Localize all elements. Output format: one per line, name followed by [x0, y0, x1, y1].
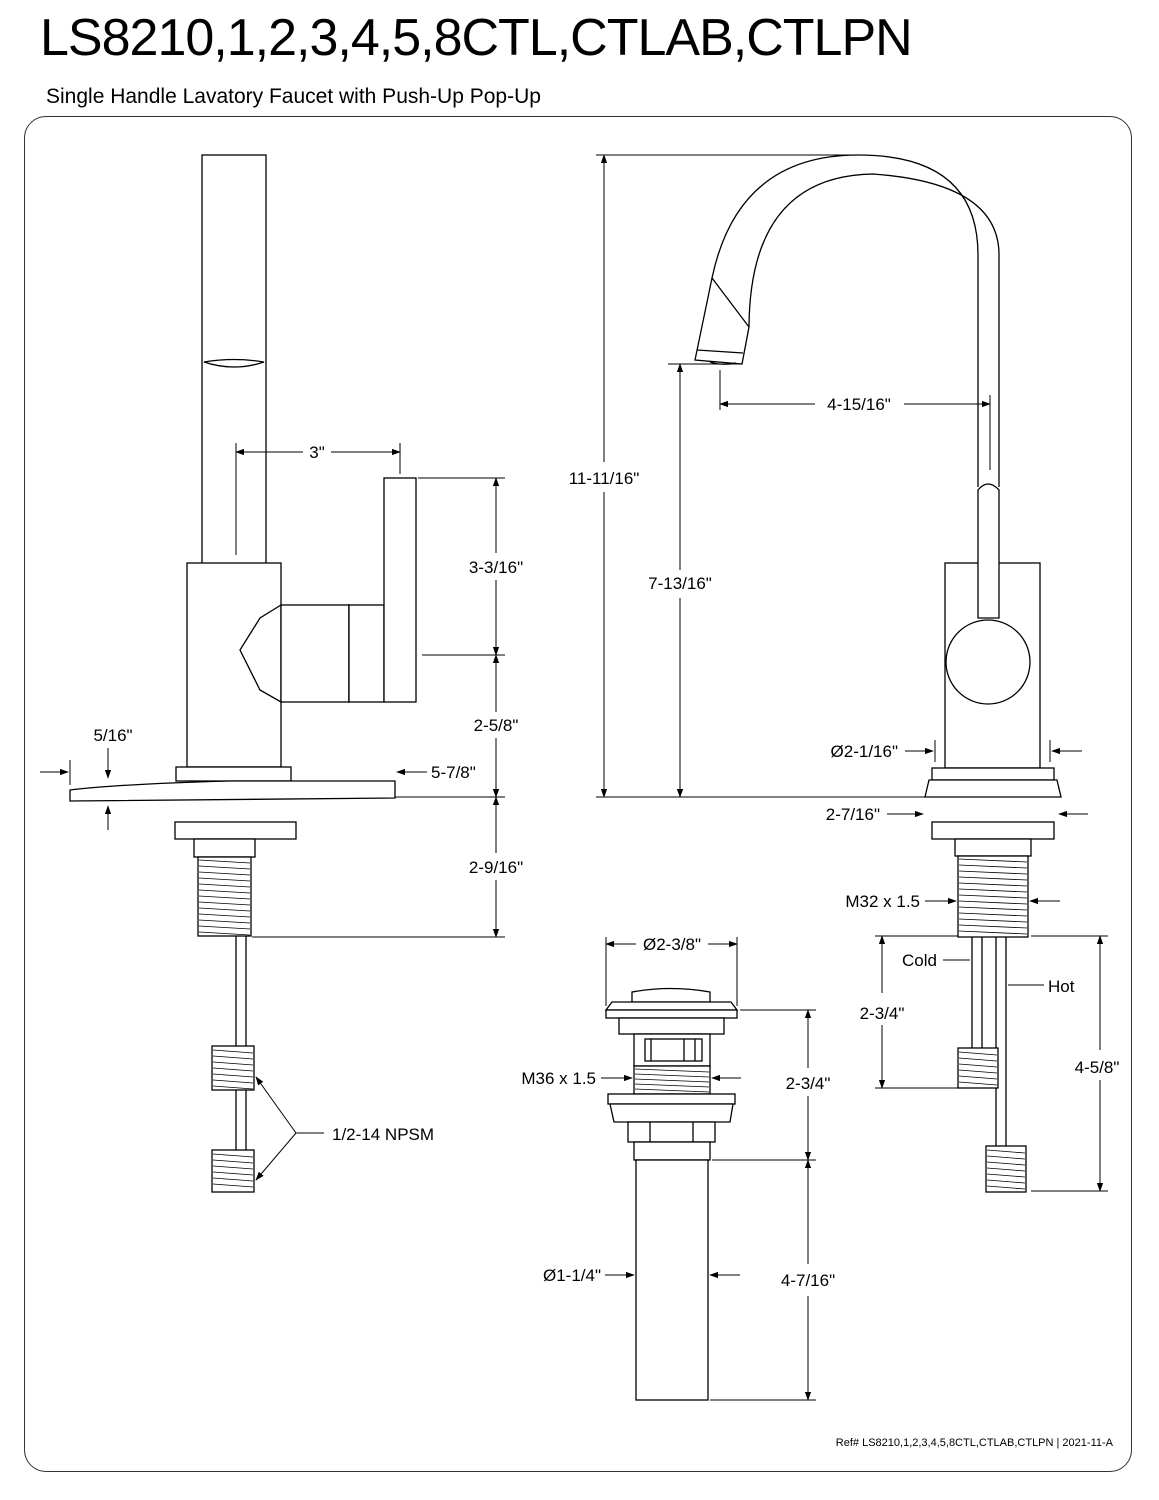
dim-handle-height: 3-3/16" [469, 558, 523, 577]
page-title: LS8210,1,2,3,4,5,8CTL,CTLAB,CTLPN [40, 9, 913, 67]
dim-shank-length: 2-9/16" [469, 858, 523, 877]
label-cold: Cold [902, 951, 937, 970]
front-dimensions: 11-11/16" 7-13/16" 4-15/16" Ø2-1/16" 2-7… [569, 154, 1120, 1192]
front-body [924, 483, 1062, 798]
dim-cold-length: 2-3/4" [860, 1004, 905, 1023]
dim-hot-length: 4-5/8" [1075, 1058, 1120, 1077]
side-deck-plate [69, 766, 396, 802]
side-body [186, 477, 417, 768]
dim-reach: 4-15/16" [827, 395, 891, 414]
drain-assembly [604, 987, 739, 1401]
drawing-frame [24, 116, 1132, 1472]
dim-drain-tail-diameter: Ø1-1/4" [543, 1266, 601, 1285]
dim-plate-width: 5-7/8" [431, 763, 476, 782]
dim-body-height: 2-5/8" [474, 716, 519, 735]
dim-plate-thickness: 5/16" [93, 726, 132, 745]
front-spout [694, 154, 1000, 487]
dim-spout-height: 7-13/16" [648, 574, 712, 593]
page-subtitle: Single Handle Lavatory Faucet with Push-… [46, 85, 541, 108]
drain-dimensions: Ø2-3/8" M36 x 1.5 2-3/4" 4-7/16" Ø1-1/4" [521, 935, 835, 1401]
dim-base-width: 2-7/16" [826, 805, 880, 824]
front-view: 11-11/16" 7-13/16" 4-15/16" Ø2-1/16" 2-7… [569, 154, 1120, 1193]
reference-footer: Ref# LS8210,1,2,3,4,5,8CTL,CTLAB,CTLPN |… [835, 1437, 1113, 1449]
dim-drain-upper: 2-3/4" [786, 1074, 831, 1093]
dim-front-thread: M32 x 1.5 [845, 892, 920, 911]
side-view: 3" 3-3/16" 2-5/8" 5/16" 5-7/8" [40, 154, 523, 1193]
dim-overall-height: 11-11/16" [569, 469, 640, 488]
dim-body-diameter: Ø2-1/16" [831, 742, 898, 761]
side-shank [174, 821, 297, 1193]
front-shank [931, 821, 1055, 1193]
dim-handle-offset: 3" [309, 443, 325, 462]
side-spout [201, 154, 267, 565]
drain-view: Ø2-3/8" M36 x 1.5 2-3/4" 4-7/16" Ø1-1/4" [521, 935, 835, 1401]
dim-drain-tail-length: 4-7/16" [781, 1271, 835, 1290]
dim-drain-flange: Ø2-3/8" [643, 935, 701, 954]
label-hot: Hot [1048, 977, 1075, 996]
dim-connector: 1/2-14 NPSM [332, 1125, 434, 1144]
dim-drain-thread: M36 x 1.5 [521, 1069, 596, 1088]
side-dimensions: 3" 3-3/16" 2-5/8" 5/16" 5-7/8" [40, 443, 523, 1181]
